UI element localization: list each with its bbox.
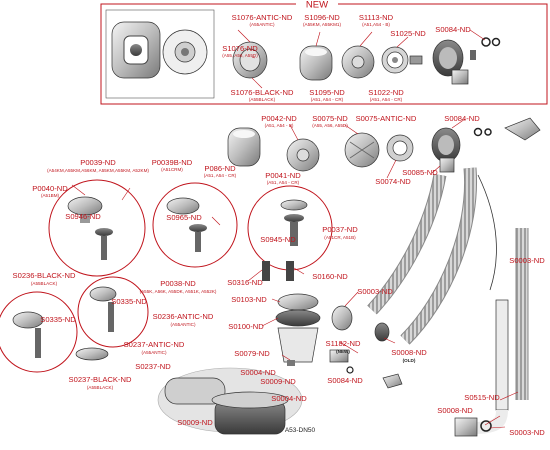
label-s0003-bottom: S0003-ND xyxy=(509,428,545,437)
knob-s1076 xyxy=(232,41,268,79)
label-s1076: S1076-ND xyxy=(222,44,258,53)
circle-group-s0236-black xyxy=(0,291,78,373)
circle-group-p0037 xyxy=(247,185,333,271)
new-banner: NEW xyxy=(306,0,328,11)
label-s0237-antic: S0237-ANTIC-ND xyxy=(124,340,185,349)
label-p0039-models: (A54KM,A55KM,A56KM, A55KM,A55KM, A52KM) xyxy=(47,168,149,173)
ring-s1025 xyxy=(381,46,423,74)
label-s0075-models: (A55, A56, A55D) xyxy=(312,123,348,128)
ring-s0074 xyxy=(386,134,414,162)
label-p0037-models: (A51CR, A51B) xyxy=(324,235,356,240)
circle-group-p0039b xyxy=(152,182,238,268)
label-s0009-a: S0009-ND xyxy=(260,377,296,386)
label-s1113: S1113-ND xyxy=(359,13,394,22)
label-s0004-a: S0004-ND xyxy=(240,368,276,377)
label-s1096: S1096-ND xyxy=(304,13,340,22)
springs xyxy=(262,261,294,281)
label-p0041: P0041-ND xyxy=(265,171,301,180)
trap-a53 xyxy=(157,367,303,435)
knob-p0041 xyxy=(286,138,320,172)
label-s1076-black-models: (A55BLACK) xyxy=(249,97,276,102)
label-s0084-bot: S0084-ND xyxy=(327,376,363,385)
label-p0038: P0038-ND xyxy=(160,279,196,288)
label-s0085: S0085-ND xyxy=(402,168,438,177)
label-s0237-antic-models: (A55ANTIC) xyxy=(141,350,166,355)
label-s0236-antic: S0236-ANTIC-ND xyxy=(153,312,214,321)
label-s0009-b: S0009-ND xyxy=(177,418,213,427)
label-s1182-new: (NEW) xyxy=(336,349,350,354)
label-s0237-black-models: (A55BLACK) xyxy=(87,385,114,390)
label-s0075-antic: S0075-ANTIC-ND xyxy=(356,114,417,123)
overflow-hoses xyxy=(367,167,529,437)
overflow-body-top xyxy=(432,37,501,85)
label-s0008-old: S0008-ND xyxy=(391,348,427,357)
label-s0316: S0316-ND xyxy=(227,278,263,287)
label-s1096-models: (A55KM, A55KM1) xyxy=(303,22,342,27)
label-p0040-models: (A51BM) xyxy=(41,193,60,198)
label-s1076-antic-models: (A55ANTIC) xyxy=(249,22,274,27)
inset-knob-illustration xyxy=(111,21,208,79)
knob-s1095 xyxy=(299,45,333,81)
label-s0103: S0103-ND xyxy=(231,295,267,304)
leader-lines xyxy=(71,29,519,429)
label-s0236-black-models: (A55BLACK) xyxy=(31,281,58,286)
label-p0042: P0042-ND xyxy=(261,114,297,123)
label-s0236-antic-models: (A55ANTIC) xyxy=(170,322,195,327)
label-s0965: S0965-ND xyxy=(166,213,202,222)
label-p0042-models: (A51, A54 - B) xyxy=(265,123,294,128)
label-p086-models: (A51, A54 - CR) xyxy=(204,173,237,178)
label-s0946: S0946-ND xyxy=(65,212,101,221)
label-s0335-a: S0335-ND xyxy=(111,297,147,306)
label-s0084-mid: S0084-ND xyxy=(444,114,480,123)
label-s0003-top: S0003-ND xyxy=(357,287,393,296)
label-s0008-old-tag: (OLD) xyxy=(403,358,416,363)
circle-group-p0038 xyxy=(77,276,149,348)
label-s1095-models: (A51, A54 - CR) xyxy=(311,97,344,102)
part-labels: S1076-ANTIC-ND (A55ANTIC) S1076-ND (A55,… xyxy=(13,13,546,437)
label-s1022-models: (A51, A54 - CR) xyxy=(370,97,403,102)
label-s0515: S0515-ND xyxy=(464,393,500,402)
label-s0160: S0160-ND xyxy=(312,272,348,281)
label-s1113-models: (A51,A54 - B) xyxy=(362,22,390,27)
label-p0039b: P0039B-ND xyxy=(152,158,193,167)
overflow-body-mid xyxy=(431,117,541,173)
label-s0236-black: S0236-BLACK-ND xyxy=(13,271,76,280)
knob-s1022 xyxy=(341,45,375,79)
label-s0075: S0075-ND xyxy=(312,114,348,123)
label-s1025: S1025-ND xyxy=(390,29,426,38)
label-s1022: S1022-ND xyxy=(368,88,404,97)
label-s0079: S0079-ND xyxy=(234,349,270,358)
label-p0037: P0037-ND xyxy=(322,225,358,234)
label-p0039b-models: (A51CRM) xyxy=(161,167,183,172)
drain-assembly xyxy=(75,293,403,389)
label-p086: P086-ND xyxy=(204,164,236,173)
label-s0237-black: S0237-BLACK-ND xyxy=(69,375,132,384)
knob-s0075 xyxy=(344,132,380,168)
label-p0040: P0040-ND xyxy=(32,184,68,193)
label-s0074: S0074-ND xyxy=(375,177,411,186)
label-s0100: S0100-ND xyxy=(228,322,264,331)
label-p0038-models: (A55K, A56K, A55DK, A551K, A552K) xyxy=(140,289,217,294)
label-p0041-models: (A51, A54 - CR) xyxy=(267,180,300,185)
label-p0039: P0039-ND xyxy=(80,158,116,167)
label-s0237: S0237-ND xyxy=(135,362,171,371)
label-s0004-b: S0004-ND xyxy=(271,394,307,403)
label-trap-a53: A53-DN50 xyxy=(285,427,316,434)
label-s1076-antic: S1076-ANTIC-ND xyxy=(232,13,293,22)
label-s1076-models: (A55, A56, A55D) xyxy=(222,53,258,58)
label-s0008-bot: S0008-ND xyxy=(437,406,473,415)
label-s1095: S1095-ND xyxy=(309,88,345,97)
label-s0003-right: S0003-ND xyxy=(509,256,545,265)
circle-group-p0039 xyxy=(48,179,146,277)
label-s0945: S0945-ND xyxy=(260,235,296,244)
label-s0335-b: S0335-ND xyxy=(40,315,76,324)
label-s1076-black: S1076-BLACK-ND xyxy=(231,88,294,97)
label-s1182: S1182-ND xyxy=(326,339,361,348)
knob-p086 xyxy=(227,127,261,167)
label-s0084-top: S0084-ND xyxy=(435,25,471,34)
